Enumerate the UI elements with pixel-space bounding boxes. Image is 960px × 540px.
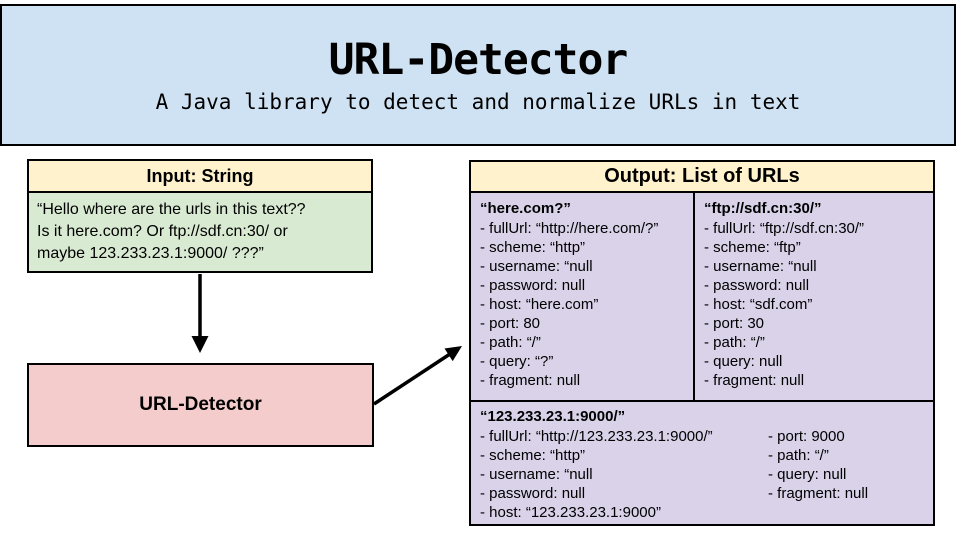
url-card-ip-9000: “123.233.23.1:9000/” - fullUrl: “http://…: [469, 402, 935, 526]
url-property: - host: “sdf.com”: [704, 296, 813, 313]
url-property: - fragment: null: [704, 372, 805, 389]
url-property: - query: null: [704, 353, 783, 370]
url-card-ftp-sdf: “ftp://sdf.cn:30/” - fullUrl: “ftp://sdf…: [693, 193, 935, 402]
url-property: - port: 30: [704, 315, 765, 332]
url-property-columns: - fullUrl: “http://123.233.23.1:9000/” - …: [480, 427, 924, 522]
url-card-title: “ftp://sdf.cn:30/”: [704, 200, 822, 217]
title-banner: URL-Detector A Java library to detect an…: [0, 4, 956, 146]
output-header: Output: List of URLs: [469, 160, 935, 193]
url-property: - password: null: [480, 485, 586, 502]
url-property: - scheme: “http”: [480, 239, 586, 256]
input-text-line: maybe 123.233.23.1:9000/ ???”: [37, 245, 264, 262]
input-box: Input: String “Hello where are the urls …: [27, 159, 373, 273]
url-property-list: - port: 9000 - path: “/” - query: null - fr…: [768, 427, 924, 522]
url-property: - scheme: “ftp”: [704, 239, 801, 256]
url-property: - path: “/”: [768, 447, 829, 464]
url-property: - path: “/”: [704, 334, 765, 351]
page-title: URL-Detector: [328, 35, 629, 86]
input-header: Input: String: [27, 159, 373, 193]
url-property: - username: “null: [704, 258, 817, 275]
url-property-list: - fullUrl: “http://here.com/?” - scheme: …: [480, 219, 684, 390]
url-property: - fragment: null: [768, 485, 869, 502]
url-property: - query: “?”: [480, 353, 554, 370]
page-subtitle: A Java library to detect and normalize U…: [155, 90, 801, 115]
url-property: - fullUrl: “http://123.233.23.1:9000/”: [480, 428, 713, 445]
url-property: - username: “null: [480, 258, 593, 275]
url-property-list: - fullUrl: “http://123.233.23.1:9000/” - …: [480, 427, 768, 522]
url-property: - fragment: null: [480, 372, 581, 389]
url-property: - host: “here.com”: [480, 296, 599, 313]
url-property-list: - fullUrl: “ftp://sdf.cn:30/” - scheme: “…: [704, 219, 924, 390]
url-property: - port: 80: [480, 315, 541, 332]
url-card-here-com: “here.com?” - fullUrl: “http://here.com/…: [469, 193, 693, 402]
url-property: - password: null: [704, 277, 810, 294]
url-property: - host: “123.233.23.1:9000”: [480, 504, 661, 521]
detector-box: URL-Detector: [27, 363, 374, 447]
url-card-title: “here.com?”: [480, 200, 571, 217]
detector-to-output-arrow: [373, 346, 462, 406]
url-property: - query: null: [768, 466, 847, 483]
url-card-title: “123.233.23.1:9000/”: [480, 408, 626, 425]
url-property: - scheme: “http”: [480, 447, 586, 464]
url-property: - port: 9000: [768, 428, 845, 445]
url-property: - username: “null: [480, 466, 593, 483]
input-text-line: “Hello where are the urls in this text??: [37, 201, 306, 218]
input-text: “Hello where are the urls in this text??…: [27, 193, 373, 273]
input-text-line: Is it here.com? Or ftp://sdf.cn:30/ or: [37, 223, 288, 240]
output-box: Output: List of URLs “here.com?” - fullU…: [469, 160, 935, 526]
url-property: - fullUrl: “ftp://sdf.cn:30/”: [704, 220, 865, 237]
output-url-row: “here.com?” - fullUrl: “http://here.com/…: [469, 193, 935, 402]
url-property: - fullUrl: “http://here.com/?”: [480, 220, 659, 237]
url-property: - password: null: [480, 277, 586, 294]
input-to-detector-arrow: [191, 274, 209, 353]
url-property: - path: “/”: [480, 334, 541, 351]
detector-label: URL-Detector: [139, 394, 262, 415]
